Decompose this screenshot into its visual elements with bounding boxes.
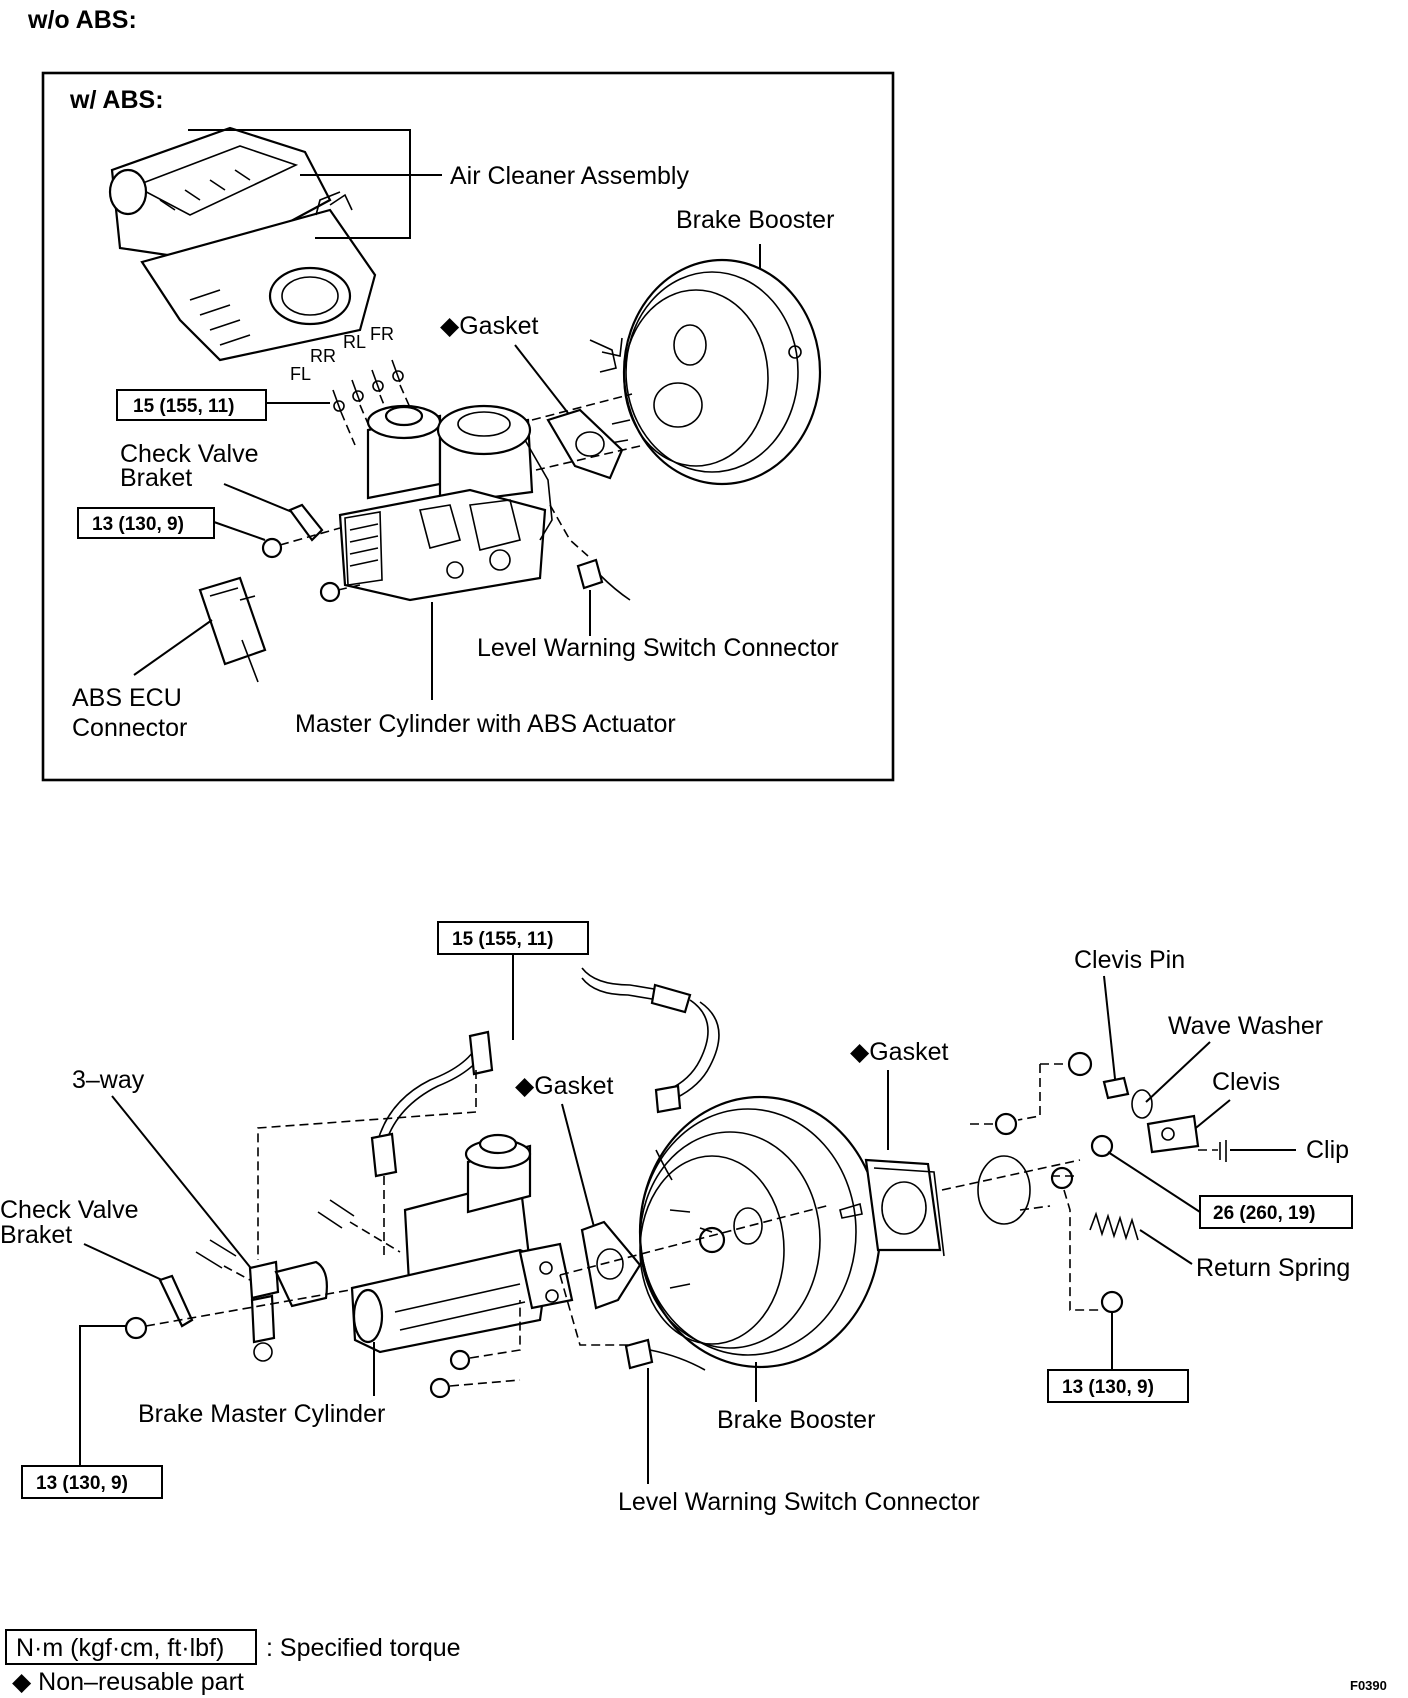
gasket-right-drawing — [864, 1158, 945, 1257]
torque-lines-box — [437, 921, 589, 955]
check-valve-label-2: Braket — [0, 1221, 72, 1249]
abs-gasket-leader — [514, 344, 576, 423]
abs-ecu-leader — [133, 619, 213, 676]
without-abs-header: w/o ABS: — [27, 6, 137, 34]
abs-check-valve-bracket-drawing — [288, 503, 324, 542]
master-cylinder-drawing — [350, 1133, 574, 1354]
clevis-pin-leader — [1103, 975, 1117, 1089]
gasket-right-dash — [941, 1159, 1081, 1191]
port-fr-label: FR — [370, 324, 394, 344]
torque-clevis-nut-leader — [1107, 1151, 1201, 1213]
torque-lines-label: 15 (155, 11) — [452, 929, 553, 950]
abs-torque-bracket-label: 13 (130, 9) — [92, 514, 184, 535]
abs-brake-booster-label: Brake Booster — [676, 206, 834, 234]
three-way-drawing — [195, 1199, 355, 1362]
torque-bracket-leader — [79, 1325, 126, 1466]
o-ring-drawing — [977, 1155, 1031, 1225]
abs-level-warning-label: Level Warning Switch Connector — [477, 634, 839, 662]
abs-check-valve-label-1: Check Valve — [120, 440, 259, 468]
clevis-label: Clevis — [1212, 1068, 1280, 1096]
abs-torque-lines-label: 15 (155, 11) — [133, 396, 234, 417]
abs-gasket-drawing — [546, 408, 624, 480]
port-rl-label: RL — [343, 332, 366, 352]
torque-bracket-label: 13 (130, 9) — [36, 1473, 128, 1494]
with-abs-header: w/ ABS: — [69, 86, 164, 114]
air-cleaner-label: Air Cleaner Assembly — [450, 162, 689, 190]
clevis-pin-label: Clevis Pin — [1074, 946, 1185, 974]
three-way-dashes — [223, 1221, 401, 1281]
legend-torque-box — [5, 1629, 257, 1665]
level-warning-connector-drawing — [624, 1338, 706, 1371]
three-way-label: 3–way — [72, 1066, 145, 1094]
brake-booster-label: Brake Booster — [717, 1406, 875, 1434]
abs-level-warning-connector-drawing — [576, 558, 631, 601]
legend-torque-unit: N·m (kgf·cm, ft·lbf) — [16, 1634, 224, 1662]
three-way-leader — [111, 1095, 255, 1273]
return-spring-drawing — [1089, 1211, 1139, 1241]
gasket-left-label: ◆Gasket — [515, 1072, 613, 1100]
abs-torque-bracket-box — [77, 507, 215, 539]
booster-dashes — [559, 1204, 831, 1346]
abs-check-valve-label-2: Braket — [120, 464, 192, 492]
brake-booster-drawing — [638, 1095, 882, 1369]
air-cleaner-leader — [188, 129, 442, 239]
gasket-left-drawing — [580, 1220, 642, 1310]
with-abs-inset-frame — [41, 71, 895, 782]
torque-bracket-box — [21, 1465, 163, 1499]
level-warning-label: Level Warning Switch Connector — [618, 1488, 980, 1516]
check-valve-label-1: Check Valve — [0, 1196, 139, 1224]
abs-ecu-label-2: Connector — [72, 714, 187, 742]
legend-torque-desc: : Specified torque — [266, 1634, 461, 1662]
abs-ecu-connector-drawing — [198, 576, 267, 683]
air-cleaner-drawing — [108, 126, 377, 362]
check-valve-leader — [83, 1243, 163, 1281]
port-fl-label: FL — [290, 364, 311, 384]
brake-master-cylinder-label: Brake Master Cylinder — [138, 1400, 385, 1428]
abs-torque-bracket-leader — [213, 521, 266, 541]
torque-clevis-nut-box — [1199, 1195, 1353, 1229]
port-rr-label: RR — [310, 346, 336, 366]
abs-torque-lines-box — [116, 389, 267, 421]
abs-nuts-drawing — [261, 527, 361, 603]
torque-booster-nut-label: 13 (130, 9) — [1062, 1377, 1154, 1398]
wave-washer-label: Wave Washer — [1168, 1012, 1323, 1040]
legend-nonreusable: ◆ Non–reusable part — [12, 1668, 244, 1696]
return-spring-label: Return Spring — [1196, 1254, 1350, 1282]
clevis-assembly-drawing — [994, 1051, 1227, 1314]
return-spring-leader — [1139, 1229, 1193, 1265]
clevis-dashes — [970, 1063, 1218, 1311]
abs-brake-booster-drawing — [589, 258, 822, 486]
master-cylinder-nuts-drawing — [124, 1289, 521, 1399]
brake-lines-drawing — [370, 967, 720, 1178]
wave-washer-leader — [1145, 1041, 1211, 1103]
check-valve-bracket-drawing — [158, 1274, 194, 1328]
figure-code: F0390 — [1350, 1678, 1387, 1693]
torque-booster-nut-box — [1047, 1369, 1189, 1403]
abs-ecu-label-1: ABS ECU — [72, 684, 182, 712]
abs-assembly-dashes — [531, 393, 641, 557]
gasket-right-label: ◆Gasket — [850, 1038, 948, 1066]
torque-clevis-nut-label: 26 (260, 19) — [1213, 1203, 1315, 1224]
brake-lines-dashes — [257, 1070, 477, 1260]
abs-master-cylinder-label: Master Cylinder with ABS Actuator — [295, 710, 676, 738]
clip-label: Clip — [1306, 1136, 1349, 1164]
abs-gasket-label: ◆Gasket — [440, 312, 538, 340]
abs-master-cylinder-drawing — [338, 404, 553, 602]
abs-check-valve-leader — [223, 483, 293, 513]
